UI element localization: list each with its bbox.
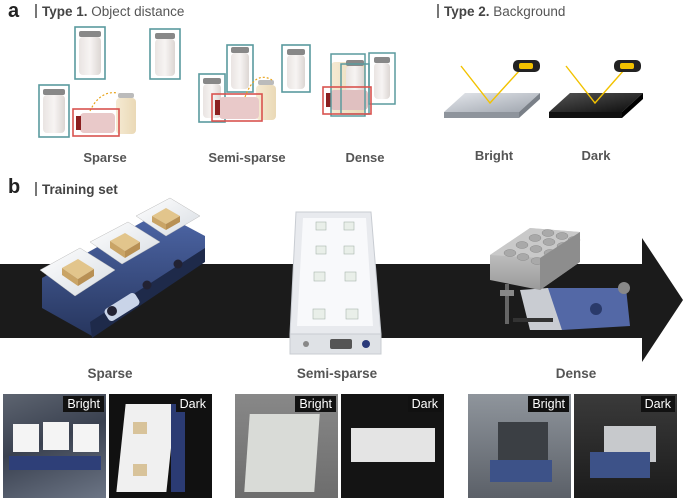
label-bright: Bright	[474, 148, 514, 163]
training-set-heading: Training set	[35, 182, 118, 197]
dense-stirrer-figure	[490, 228, 630, 330]
sparse-objects-figure	[38, 26, 181, 138]
photo-tag-bright: Bright	[63, 396, 104, 412]
photo-sparse-bright: Bright	[3, 394, 106, 498]
type1-heading: Type 1. Object distance	[35, 4, 184, 19]
dark-background-figure	[549, 60, 643, 118]
stage-label-dense: Dense	[555, 366, 597, 381]
photo-dense-bright: Bright	[468, 394, 571, 498]
photo-sparse-dark: Dark	[109, 394, 212, 498]
semi-sparse-objects-figure	[198, 44, 311, 123]
semi-sparse-plate-figure	[289, 211, 382, 355]
panel-a-letter: a	[8, 0, 20, 22]
photo-semi-sparse-bright: Bright	[235, 394, 338, 498]
stage-label-semi-sparse: Semi-sparse	[296, 366, 378, 381]
photo-tag-dark: Dark	[407, 396, 442, 412]
type2-heading: Type 2. Background	[437, 4, 565, 19]
label-dark: Dark	[581, 148, 611, 163]
photo-tag-dark: Dark	[640, 396, 675, 412]
photo-dense-dark: Dark	[574, 394, 677, 498]
bright-background-figure	[444, 60, 540, 118]
panel-b-letter: b	[8, 176, 21, 198]
photo-semi-sparse-dark: Dark	[341, 394, 444, 498]
photo-tag-bright: Bright	[295, 396, 336, 412]
panel-a-illustration	[38, 26, 643, 138]
dense-objects-figure	[322, 52, 396, 117]
label-dense: Dense	[345, 150, 385, 165]
label-semi-sparse: Semi-sparse	[208, 150, 286, 165]
photo-tag-bright: Bright	[528, 396, 569, 412]
sparse-hotplate-figure	[39, 197, 205, 338]
stage-label-sparse: Sparse	[87, 366, 133, 381]
label-sparse: Sparse	[83, 150, 127, 165]
photo-tag-dark: Dark	[175, 396, 210, 412]
